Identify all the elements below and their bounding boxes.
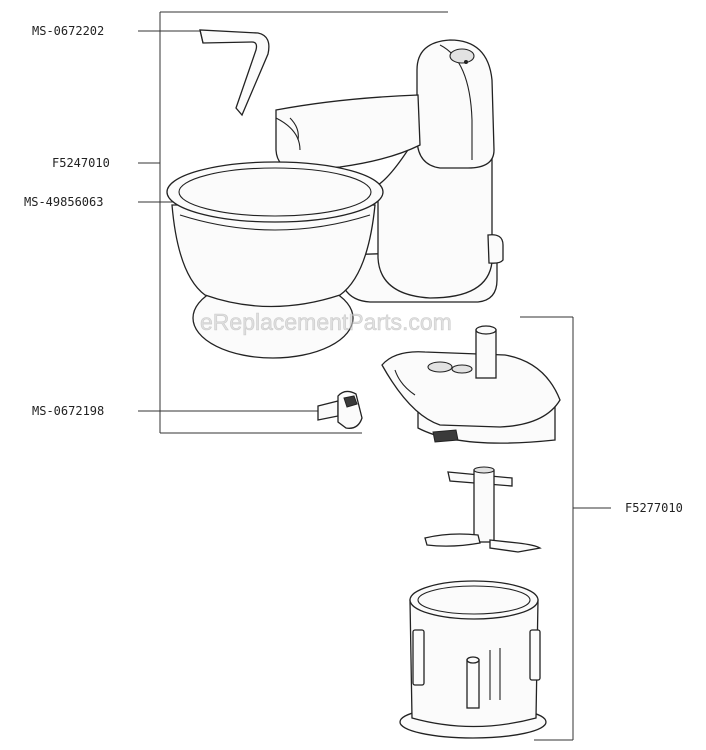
label-f5247010: F5247010: [52, 156, 110, 170]
chopper-bowl-illustration: [399, 580, 547, 739]
leader-lines: [138, 11, 611, 741]
watermark-text: eReplacementParts.com: [200, 309, 452, 335]
label-ms-49856063: MS-49856063: [24, 195, 103, 209]
chopper-blade-illustration: [424, 466, 542, 553]
stand-mixer-illustration: [166, 39, 504, 359]
label-ms-0672198: MS-0672198: [32, 404, 104, 418]
chopper-lid-illustration: [381, 325, 561, 444]
dough-hook-illustration: [199, 29, 270, 117]
label-f5277010: F5277010: [625, 501, 683, 515]
label-ms-0672202: MS-0672202: [32, 24, 104, 38]
coupling-part-illustration: [317, 390, 363, 429]
